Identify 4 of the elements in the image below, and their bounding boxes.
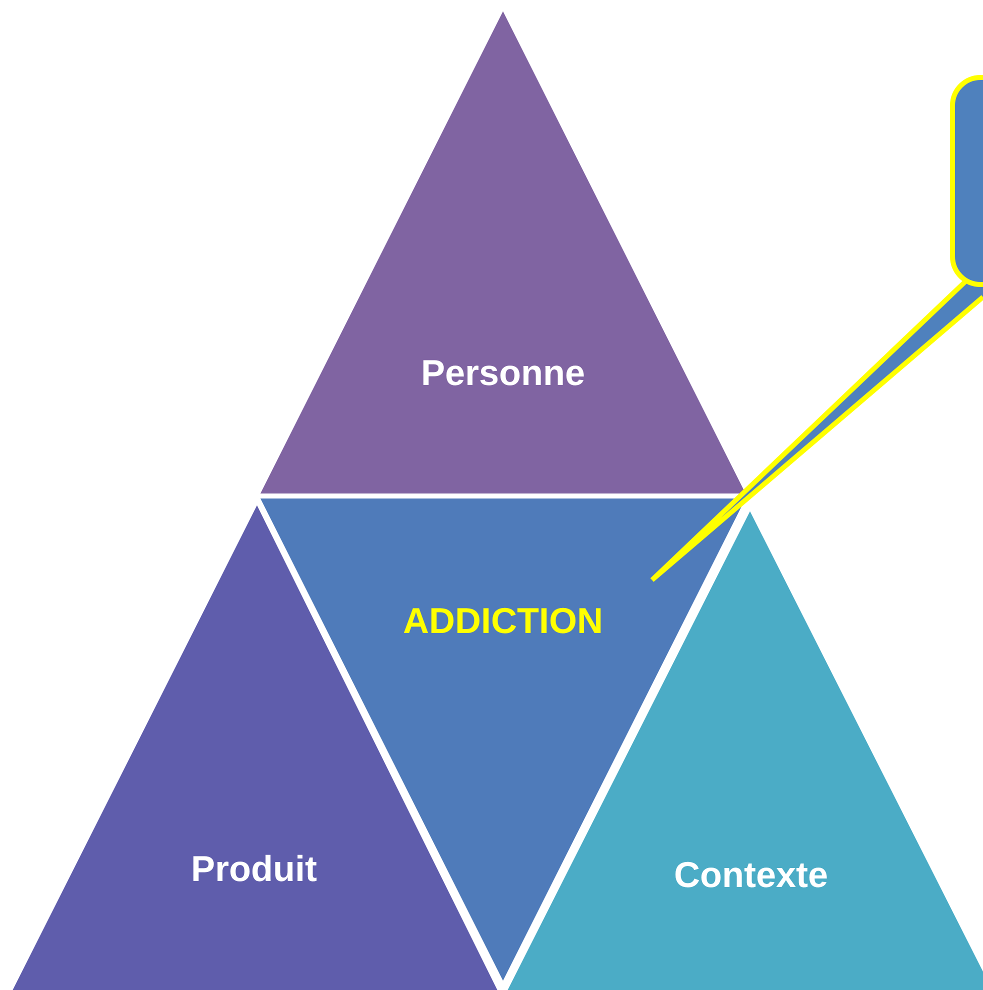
triangle-label: Produit <box>191 848 317 890</box>
triangle-label: Personne <box>420 352 586 394</box>
triangle-label: ADDICTION <box>403 600 603 642</box>
triangle-label: Contexte <box>674 854 828 896</box>
